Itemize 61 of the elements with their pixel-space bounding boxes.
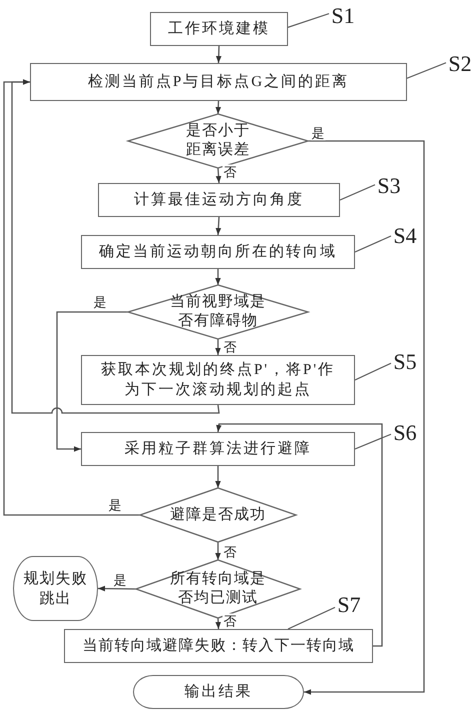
leader-line <box>340 184 376 200</box>
node-text: 工作环境建模 <box>168 20 270 39</box>
step-label: S6 <box>391 421 419 445</box>
arrow <box>3 79 140 516</box>
process-box <box>81 355 355 405</box>
process-box <box>150 12 288 46</box>
node-text: 所有转向域是否均已测试 <box>169 570 267 608</box>
edge-label: 是 <box>112 572 128 588</box>
leader-line <box>354 236 392 252</box>
edge-label: 否 <box>222 340 238 354</box>
arrow <box>215 339 221 355</box>
step-label: S5 <box>391 350 419 374</box>
process-box <box>81 432 355 466</box>
edge-label: 否 <box>222 614 238 628</box>
terminal-box <box>133 675 304 709</box>
arrow <box>215 618 221 630</box>
arrow <box>216 46 222 64</box>
step-label: S3 <box>375 174 403 198</box>
node-text: 获取本次规划的终点P'，将P'作为下一次滚动规划的起点 <box>100 360 336 400</box>
process-box <box>30 63 407 101</box>
arrow <box>215 269 221 285</box>
leader-line <box>354 362 392 380</box>
decision-diamond <box>128 114 308 168</box>
node-text: 确定当前运动朝向所在的转向域 <box>99 242 337 262</box>
node-text: 检测当前点P与目标点G之间的距离 <box>88 72 350 92</box>
arrow <box>216 168 222 184</box>
arrow <box>215 542 221 560</box>
node-text: 计算最佳运动方向角度 <box>134 190 304 210</box>
decision-diamond <box>140 488 296 542</box>
step-label: S4 <box>391 224 419 248</box>
node-text: 避障是否成功 <box>169 506 267 524</box>
node-text: 当前转向域避障失败：转入下一转向域 <box>82 636 356 656</box>
edge-label: 否 <box>222 164 238 180</box>
leader-line <box>288 606 336 630</box>
node-text: 输出结果 <box>184 682 252 702</box>
step-label: S7 <box>335 593 363 617</box>
node-text: 是否小于距离误差 <box>185 122 251 160</box>
node-text: 当前视野域是否有障碍物 <box>169 293 267 331</box>
arrow <box>304 140 425 695</box>
arrow <box>216 423 383 647</box>
step-label: S1 <box>329 4 357 28</box>
arrow <box>216 216 222 236</box>
edge-label: 是 <box>108 498 122 512</box>
terminal-box <box>13 556 98 621</box>
edge-label: 否 <box>222 544 238 560</box>
edge-label: 是 <box>310 126 326 140</box>
process-box <box>64 629 373 663</box>
node-text: 规划失败跳出 <box>22 570 88 608</box>
process-box <box>98 183 340 217</box>
leader-line <box>288 13 330 28</box>
decision-diamond <box>128 285 308 339</box>
arrow <box>215 466 221 488</box>
arrow <box>98 586 136 592</box>
process-box <box>81 235 355 269</box>
arrow <box>56 311 128 452</box>
leader-line <box>406 62 446 79</box>
step-label: S2 <box>446 52 474 76</box>
node-text: 采用粒子群算法进行避障 <box>124 440 312 459</box>
arrow <box>215 100 222 114</box>
edge-label: 是 <box>92 294 108 310</box>
leader-line <box>354 434 392 450</box>
